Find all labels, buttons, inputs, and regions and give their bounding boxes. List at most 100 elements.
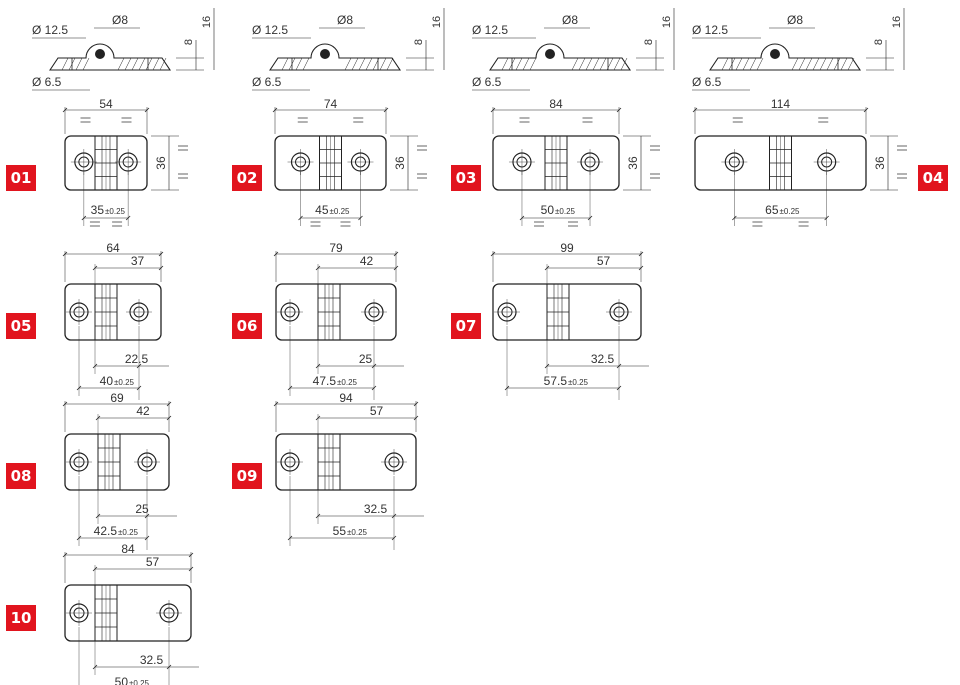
- dimension-tick: [315, 363, 321, 369]
- leaf-length-label: 57: [146, 555, 160, 569]
- section-hatch: [351, 57, 359, 71]
- section-hatch: [798, 57, 806, 71]
- section-hatch: [847, 57, 855, 71]
- dimension-tick: [166, 664, 172, 670]
- dimension-tick: [158, 251, 164, 257]
- dimension-tick: [391, 535, 397, 541]
- dimension-tick: [92, 363, 98, 369]
- hinge-pin: [770, 49, 780, 59]
- section-hatch: [379, 57, 387, 71]
- offset-label: 22.5: [125, 352, 149, 366]
- section-hatch: [620, 57, 628, 71]
- hole-spacing-label: 47.5: [313, 374, 337, 388]
- height-label: 16: [201, 16, 213, 28]
- section-hatch: [812, 57, 820, 71]
- dimension-tick: [144, 107, 150, 113]
- diameter-label: Ø 6.5: [252, 75, 282, 89]
- diameter-label: Ø 12.5: [32, 23, 68, 37]
- dimension-tick: [616, 107, 622, 113]
- diameter-label: Ø 6.5: [472, 75, 502, 89]
- overall-length-label: 114: [771, 97, 790, 111]
- variant-badge-02: 02: [232, 165, 262, 191]
- width-label: 36: [626, 156, 640, 170]
- section-outline: [708, 43, 862, 71]
- dimension-tick: [393, 265, 399, 271]
- variant-badge-03: 03: [451, 165, 481, 191]
- variant-badge-07: 07: [451, 313, 481, 339]
- diameter-label: Ø 6.5: [692, 75, 722, 89]
- diameter-label: Ø 12.5: [692, 23, 728, 37]
- dimension-tick: [62, 401, 68, 407]
- section-hatch: [613, 57, 621, 71]
- tolerance-label: ±0.25: [118, 528, 139, 537]
- section-hatch: [819, 57, 827, 71]
- section-hatch: [358, 57, 366, 71]
- diameter-label: Ø8: [337, 13, 353, 27]
- section-outline: [268, 43, 402, 71]
- section-hatch: [756, 57, 764, 71]
- leaf-length-label: 42: [360, 254, 374, 268]
- hinge-pin: [95, 49, 105, 59]
- variant-badge-05: 05: [6, 313, 36, 339]
- section-hatch: [515, 57, 523, 71]
- offset-label: 32.5: [140, 653, 164, 667]
- section-hatch: [138, 57, 146, 71]
- width-label: 36: [393, 156, 407, 170]
- dimension-tick: [383, 107, 389, 113]
- dimension-tick: [544, 265, 550, 271]
- dimension-tick: [298, 215, 303, 221]
- dimension-tick: [393, 251, 399, 257]
- hole-spacing-label: 57.5: [544, 374, 568, 388]
- section-outline: [488, 43, 632, 71]
- dimension-tick: [158, 265, 164, 271]
- dimension-tick: [358, 215, 363, 221]
- hole-spacing-label: 40: [100, 374, 114, 388]
- height-label: 16: [891, 16, 903, 28]
- dimension-tick: [166, 401, 172, 407]
- tolerance-label: ±0.25: [347, 528, 368, 537]
- dimension-tick: [95, 513, 101, 519]
- dimension-tick: [371, 385, 377, 391]
- dimension-tick: [638, 265, 644, 271]
- hole-spacing-label: 42.5: [94, 524, 118, 538]
- section-hatch: [578, 57, 586, 71]
- dimension-tick: [166, 415, 172, 421]
- section-hatch: [826, 57, 834, 71]
- dimension-tick: [125, 215, 131, 221]
- section-hatch: [281, 57, 289, 71]
- diameter-label: Ø8: [112, 13, 128, 27]
- section-hatch: [805, 57, 813, 71]
- variant-badge-10: 10: [6, 605, 36, 631]
- dimension-tick: [76, 385, 82, 391]
- dimension-tick: [144, 513, 150, 519]
- section-hatch: [131, 57, 139, 71]
- section-hatch: [592, 57, 600, 71]
- dimension-tick: [188, 552, 194, 558]
- dimension-tick: [519, 215, 525, 221]
- variant-badge-08: 08: [6, 463, 36, 489]
- section-hatch: [501, 57, 509, 71]
- hole-spacing-label: 65: [765, 203, 779, 217]
- section-outline: [48, 43, 172, 71]
- hinge-plate: [64, 584, 192, 642]
- diameter-label: Ø8: [787, 13, 803, 27]
- dimension-tick: [62, 251, 68, 257]
- tolerance-label: ±0.25: [330, 207, 351, 216]
- dimension-tick: [616, 385, 622, 391]
- overall-length-label: 99: [560, 241, 574, 255]
- overall-length-label: 84: [121, 542, 135, 556]
- hole-spacing-label: 50: [115, 675, 129, 685]
- overall-length-label: 54: [99, 97, 113, 111]
- section-hatch: [117, 57, 125, 71]
- section-hatch: [82, 57, 90, 71]
- dimension-tick: [490, 251, 496, 257]
- dimension-tick: [287, 385, 293, 391]
- section-hatch: [386, 57, 394, 71]
- offset-label: 25: [359, 352, 373, 366]
- overall-length-label: 94: [339, 391, 353, 405]
